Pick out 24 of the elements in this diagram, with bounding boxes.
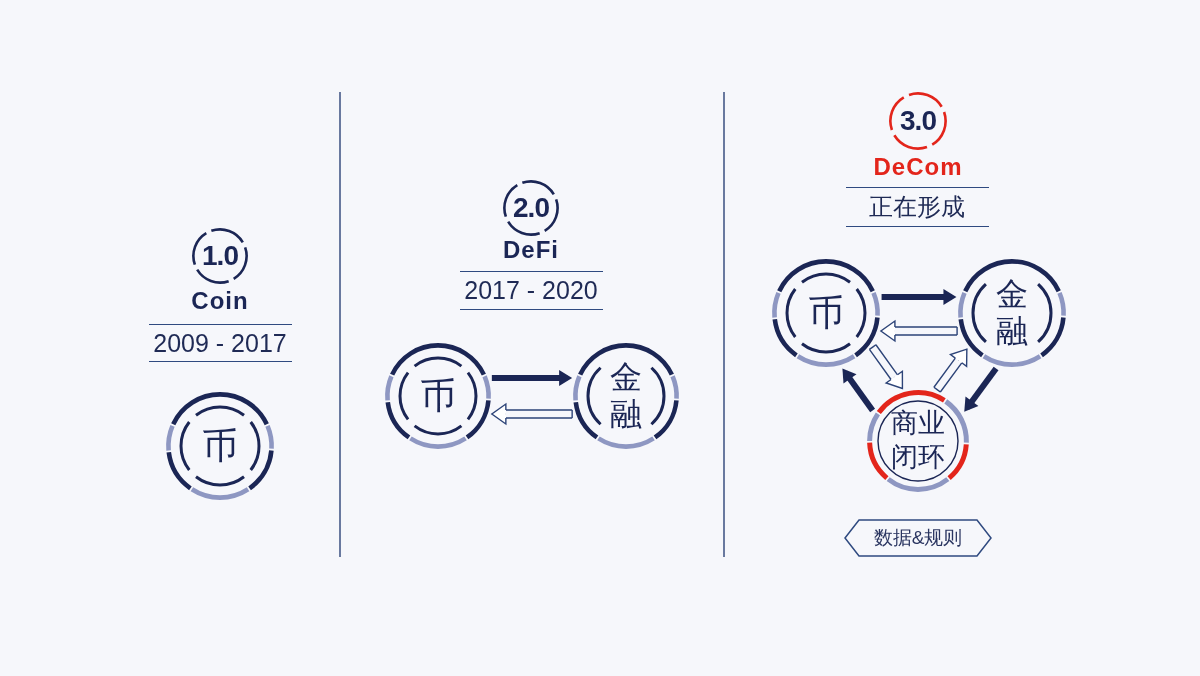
status-caption: 正在形成	[845, 187, 989, 227]
era-name: DeFi	[502, 235, 560, 265]
era-name: Coin	[190, 286, 250, 316]
version-number: 3.0	[900, 107, 936, 135]
node-label: 币	[420, 378, 456, 414]
date-range: 2009 - 2017	[148, 324, 292, 362]
era-name: DeCom	[872, 152, 964, 182]
tag-label: 数据&规则	[873, 526, 963, 550]
node-label: 金融	[996, 276, 1028, 350]
hollow-arrow	[933, 348, 968, 393]
version-number: 1.0	[202, 242, 238, 270]
hollow-arrow	[880, 320, 958, 342]
solid-arrow	[964, 366, 999, 412]
date-range: 2017 - 2020	[459, 271, 603, 310]
solid-arrow	[881, 289, 957, 305]
node-label: 币	[808, 295, 844, 331]
solid-arrow	[491, 370, 573, 386]
node-label: 币	[202, 428, 238, 464]
node-label: 金融	[610, 359, 642, 433]
solid-arrow	[842, 368, 876, 413]
hollow-arrow	[868, 344, 904, 390]
version-number: 2.0	[513, 194, 549, 222]
node-label: 商业闭环	[891, 407, 945, 474]
hollow-arrow	[491, 403, 573, 425]
